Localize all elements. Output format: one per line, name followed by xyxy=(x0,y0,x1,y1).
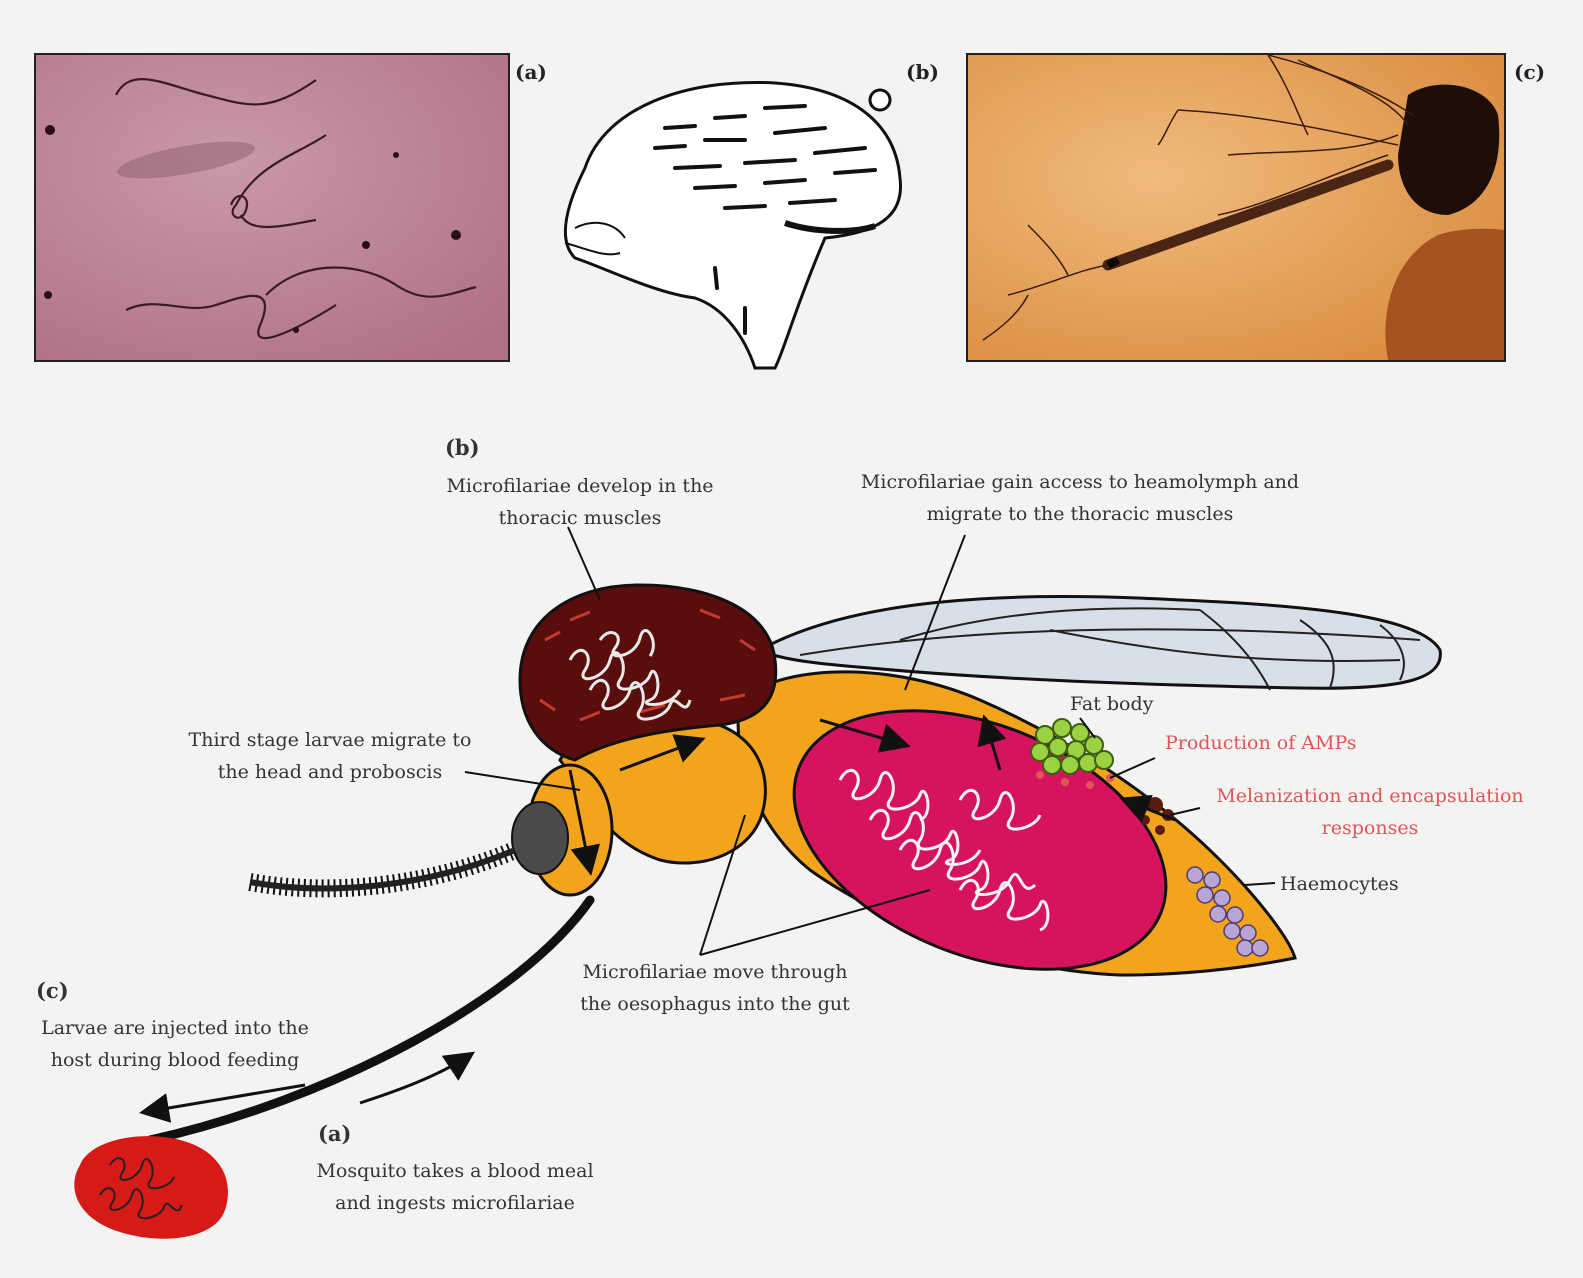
haemolymph-line1: Microfilariae gain access to heamolymph … xyxy=(820,466,1340,498)
melanization-line1: Melanization and encapsulation xyxy=(1190,780,1550,812)
stage-a-label: (a) xyxy=(318,1118,351,1150)
fat-body-annotation: Fat body xyxy=(1070,688,1153,720)
third-stage-line2: the head and proboscis xyxy=(160,756,500,788)
melanization-line2: responses xyxy=(1190,812,1550,844)
melanization-annotation: Melanization and encapsulation responses xyxy=(1190,780,1550,844)
injection-annotation: Larvae are injected into the host during… xyxy=(20,1012,330,1076)
thoracic-line1: Microfilariae develop in the xyxy=(410,470,750,502)
haemolymph-line2: migrate to the thoracic muscles xyxy=(820,498,1340,530)
thoracic-development-annotation: Microfilariae develop in the thoracic mu… xyxy=(410,470,750,534)
oesophagus-line2: the oesophagus into the gut xyxy=(555,988,875,1020)
injected-line2: host during blood feeding xyxy=(20,1044,330,1076)
oesophagus-annotation: Microfilariae move through the oesophagu… xyxy=(555,956,875,1020)
haemolymph-annotation: Microfilariae gain access to heamolymph … xyxy=(820,466,1340,530)
blood-meal-line1: Mosquito takes a blood meal xyxy=(290,1155,620,1187)
third-stage-annotation: Third stage larvae migrate to the head a… xyxy=(160,724,500,788)
injected-line1: Larvae are injected into the xyxy=(20,1012,330,1044)
third-stage-line1: Third stage larvae migrate to xyxy=(160,724,500,756)
thoracic-line2: thoracic muscles xyxy=(410,502,750,534)
stage-c-label: (c) xyxy=(36,975,69,1007)
amps-annotation: Production of AMPs xyxy=(1165,727,1356,759)
haemocytes-annotation: Haemocytes xyxy=(1280,868,1399,900)
fat-body-cells xyxy=(1031,719,1113,774)
blood-meal-annotation: Mosquito takes a blood meal and ingests … xyxy=(290,1155,620,1219)
oesophagus-line1: Microfilariae move through xyxy=(555,956,875,988)
mosquito-eye xyxy=(512,802,568,874)
blood-meal-line2: and ingests microfilariae xyxy=(290,1187,620,1219)
stage-b-label: (b) xyxy=(445,432,480,464)
